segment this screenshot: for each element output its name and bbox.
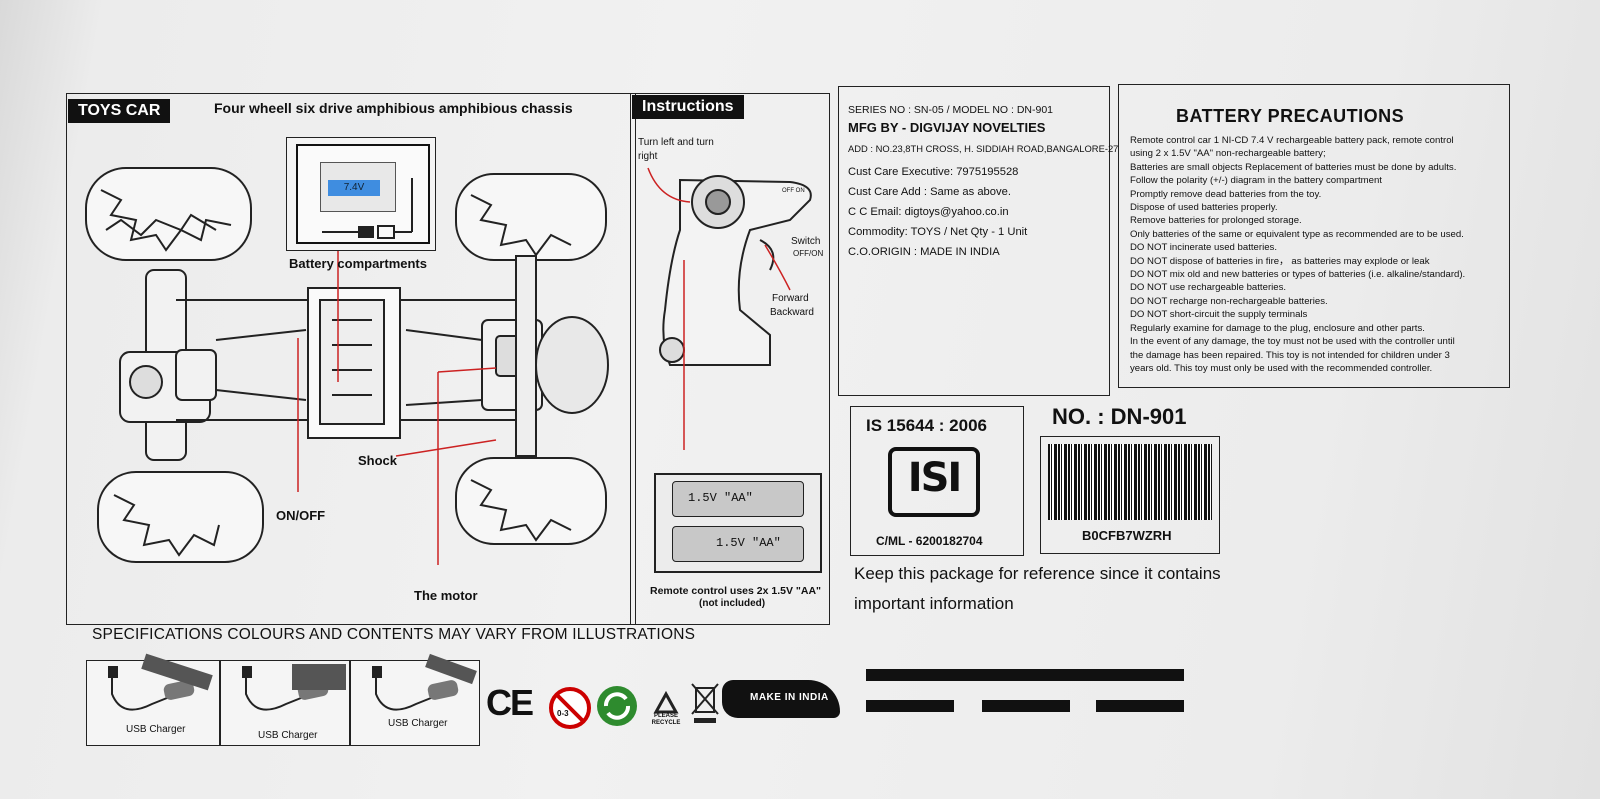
manufacturer-info-box: [838, 86, 1110, 396]
mfg-by: MFG BY - DIGVIJAY NOVELTIES: [848, 120, 1046, 135]
age-warning-icon: [549, 687, 591, 729]
remote-note: Remote control uses 2x 1.5V "AA": [650, 585, 822, 597]
shock-label: Shock: [358, 453, 398, 468]
switch-sub-label: OFF/ON: [793, 249, 824, 258]
usb-charger-icon: [372, 653, 477, 711]
green-dot-icon: [597, 686, 637, 726]
battery-precautions-list: Remote control car 1 NI-CD 7.4 V recharg…: [1130, 134, 1504, 375]
precaution-line: years old. This toy must only be used wi…: [1130, 362, 1433, 374]
battery-connector-icon: [322, 178, 413, 239]
battery-precautions-box: [1118, 84, 1510, 388]
precaution-line: using 2 x 1.5V "AA" non-rechargeable bat…: [1130, 148, 1326, 160]
precaution-line: DO NOT dispose of batteries in fire， as …: [1130, 255, 1430, 267]
aa-battery-2: [672, 526, 804, 562]
barcode-box: [1040, 436, 1220, 554]
usb-charger-icon: [242, 664, 346, 711]
off-on-small-label: OFF ON: [782, 188, 805, 194]
country-of-origin: C.O.ORIGIN : MADE IN INDIA: [848, 246, 1000, 258]
isi-mark-icon: [888, 447, 980, 517]
motor-label: The motor: [414, 588, 478, 603]
instructions-panel: [630, 93, 830, 625]
usb-charger-label-3: USB Charger: [388, 718, 448, 729]
precaution-line: Promptly remove dead batteries from the …: [1130, 188, 1322, 200]
turn-label: Turn left and turn right: [638, 137, 714, 162]
forward-label: Forward: [772, 293, 809, 304]
barcode-text: B0CFB7WZRH: [1082, 528, 1172, 543]
cust-care-executive: Cust Care Executive: 7975195528: [848, 166, 1019, 178]
battery-voltage-label: 7.4V: [328, 180, 380, 196]
ce-mark-icon: CE: [486, 682, 534, 723]
car-frame: [119, 255, 609, 461]
car-chassis-illustration: [85, 167, 609, 565]
usb-charger-icon: [108, 653, 213, 711]
precaution-line: Follow the polarity (+/-) diagram in the…: [1130, 175, 1382, 187]
manufacturer-info: SERIES NO : SN-05 / MODEL NO : DN-901 MF…: [848, 100, 1118, 262]
reference-line-2: important information: [854, 594, 1014, 613]
battery-precautions-title: BATTERY PRECAUTIONS: [1176, 106, 1405, 126]
product-number: NO. : DN-901: [1052, 404, 1187, 429]
chassis-title: Four wheell six drive amphibious amphibi…: [214, 100, 573, 116]
make-in-india-text: MAKE IN INDIA: [750, 692, 829, 703]
cust-care-address: Cust Care Add : Same as above.: [848, 186, 1011, 198]
precaution-line: DO NOT recharge non-rechargeable batteri…: [1130, 295, 1328, 307]
cml-number: C/ML - 6200182704: [876, 534, 983, 548]
commodity: Commodity: TOYS / Net Qty - 1 Unit: [848, 226, 1028, 238]
decorative-bar-1: [866, 700, 954, 712]
series-model: SERIES NO : SN-05 / MODEL NO : DN-901: [848, 104, 1053, 116]
please-recycle-icon: [653, 690, 679, 714]
cc-email: C C Email: digtoys@yahoo.co.in: [848, 206, 1009, 218]
battery-compartments-label: Battery compartments: [289, 256, 427, 271]
precaution-line: DO NOT mix old and new batteries or type…: [1130, 269, 1466, 281]
aa-battery-1: [672, 481, 804, 517]
precaution-line: In the event of any damage, the toy must…: [1130, 336, 1455, 348]
toys-car-panel: [66, 93, 636, 625]
usb-charger-label-1: USB Charger: [126, 724, 186, 735]
backward-label: Backward: [770, 307, 814, 318]
toys-car-tab: TOYS CAR: [68, 99, 171, 123]
isi-mark-box: [850, 406, 1024, 556]
precaution-line: Batteries are small objects Replacement …: [1130, 161, 1457, 173]
make-in-india-lion-icon: [722, 680, 840, 718]
callout-lines: [297, 250, 497, 565]
car-wheel-bottom-right: [455, 457, 607, 545]
aa-battery-1-label: 1.5V "AA": [688, 491, 753, 505]
precaution-line: the damage has been repaired. This toy i…: [1130, 349, 1450, 361]
remote-controller-illustration: [647, 167, 812, 450]
age-warning-text: 0-3: [557, 709, 569, 718]
switch-label: Switch: [791, 236, 821, 247]
on-off-label: ON/OFF: [276, 508, 326, 523]
please-recycle-text: PLEASE RECYCLE: [651, 713, 681, 726]
car-wheel-bottom-left: [97, 471, 264, 563]
decorative-bar-2: [982, 700, 1070, 712]
precaution-line: DO NOT incinerate used batteries.: [1130, 242, 1277, 254]
precaution-line: Only batteries of the same or equivalent…: [1130, 228, 1464, 240]
remote-note-2: (not included): [699, 598, 766, 609]
barcode-bars: [1048, 444, 1212, 520]
decorative-bar-3: [1096, 700, 1184, 712]
precaution-line: DO NOT short-circuit the supply terminal…: [1130, 309, 1308, 321]
aa-battery-2-label: 1.5V "AA": [716, 536, 781, 550]
precaution-line: Remote control car 1 NI-CD 7.4 V recharg…: [1130, 135, 1454, 146]
instructions-tab: Instructions: [632, 95, 744, 119]
precaution-line: Regularly examine for damage to the plug…: [1130, 322, 1425, 334]
decorative-bar-top: [866, 669, 1184, 681]
isi-standard: IS 15644 : 2006: [866, 416, 987, 435]
precaution-line: DO NOT use rechargeable batteries.: [1130, 282, 1287, 294]
car-wheel-top-right: [455, 173, 607, 261]
reference-line-1: Keep this package for reference since it…: [854, 564, 1221, 583]
isi-mark-text: ISI: [907, 455, 963, 501]
usb-charger-label-2: USB Charger: [258, 730, 318, 741]
specifications-note: SPECIFICATIONS COLOURS AND CONTENTS MAY …: [92, 626, 696, 643]
precaution-line: Dispose of used batteries properly.: [1130, 202, 1278, 214]
precaution-line: Remove batteries for prolonged storage.: [1130, 215, 1302, 227]
car-wheel-top-left: [85, 167, 252, 261]
address: ADD : NO.23,8TH CROSS, H. SIDDIAH ROAD,B…: [848, 143, 1119, 154]
weee-bin-icon: [691, 683, 719, 723]
